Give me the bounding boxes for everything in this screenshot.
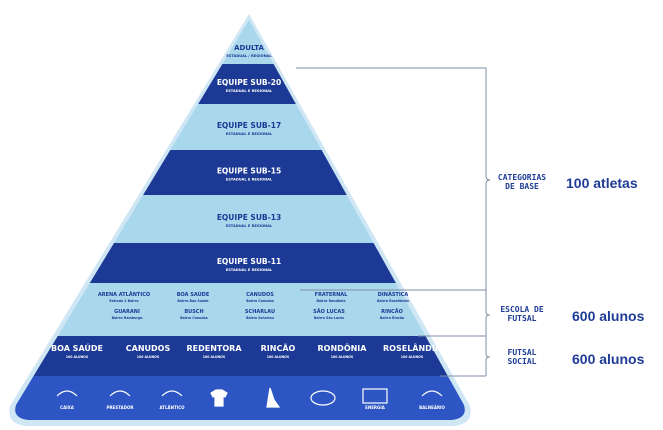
escola-school-sub: Estrada 2 Bairro (109, 299, 139, 303)
escola-band (15, 283, 465, 336)
tier-title: EQUIPE SUB-20 (217, 78, 281, 87)
escola-school-name: ARENA ATLÂNTICO (98, 291, 150, 298)
escola-school-name: FRATERNAL (315, 292, 348, 298)
escola-school-sub: Bairro Scharlau (246, 316, 274, 320)
side-count-escola: 600 alunos (572, 308, 645, 324)
tier-title: EQUIPE SUB-17 (217, 121, 281, 130)
social-school-sub: 100 ALUNOS (331, 355, 354, 359)
side-label-categorias: CATEGORIAS DE BASE (493, 173, 551, 191)
tier-title: EQUIPE SUB-13 (217, 213, 281, 222)
sponsor-logo-text: BALNEÁRIO (419, 405, 445, 410)
social-school-sub: 100 ALUNOS (137, 355, 160, 359)
sponsor-band (15, 376, 465, 420)
social-school-sub: 100 ALUNOS (267, 355, 290, 359)
tier-subtitle: ESTADUAL E REGIONAL (226, 132, 273, 136)
tier-subtitle: ESTADUAL E REGIONAL (226, 178, 273, 182)
side-label-line: SOCIAL (507, 357, 537, 366)
escola-school-sub: Bairro Canudos (180, 316, 208, 320)
social-school-name: ROSELÂNDIA (383, 342, 442, 353)
social-school-name: RINCÃO (261, 343, 296, 353)
social-school-sub: 100 ALUNOS (66, 355, 89, 359)
side-label-line: ESCOLA DE (500, 305, 544, 314)
social-school-name: BOA SAÚDE (51, 342, 103, 353)
social-band (15, 336, 465, 376)
tier-subtitle: ESTADUAL E REGIONAL (226, 224, 273, 228)
escola-school-name: SCHARLAU (245, 309, 275, 315)
tier-subtitle: ESTADUAL / REGIONAL (226, 54, 272, 58)
side-count-categorias: 100 atletas (566, 175, 638, 191)
escola-school-name: CANUDOS (246, 292, 274, 298)
atlantico-logo-icon (161, 390, 183, 397)
side-label-social: FUTSAL SOCIAL (493, 348, 551, 366)
bracket-social (418, 335, 491, 377)
escola-school-sub: Bairro Canudos (246, 299, 274, 303)
sponsor-logo-text: ATLÂNTICO (159, 405, 185, 410)
escola-school-sub: Bairro Boa Saúde (177, 299, 208, 303)
ball-logo-icon (310, 390, 336, 406)
social-school-name: CANUDOS (126, 344, 171, 353)
escola-school-sub: Bairro Rincão (380, 316, 405, 320)
social-school-name: REDENTORA (186, 344, 242, 353)
escola-school-sub: Bairro Hamburgo (112, 316, 144, 320)
sponsor-logo-text: PRESTADOR (107, 405, 134, 410)
tier-title: EQUIPE SUB-11 (217, 257, 281, 266)
side-label-escola: ESCOLA DE FUTSAL (493, 305, 551, 323)
escola-school-name: RINCÃO (381, 308, 403, 315)
escola-school-name: BOA SAÚDE (177, 291, 210, 298)
side-label-line: DE BASE (505, 182, 539, 191)
side-label-line: CATEGORIAS (497, 173, 547, 182)
balneario-logo-icon (421, 390, 443, 397)
tier-title: ADULTA (234, 44, 264, 52)
escola-school-sub: Bairro Roselândia (377, 299, 409, 303)
tier-subtitle: ESTADUAL E REGIONAL (226, 89, 273, 93)
shirt-logo-icon (210, 389, 228, 407)
escola-school-name: DINÁSTICA (378, 291, 409, 298)
escola-school-name: GUARANI (114, 309, 140, 315)
player-logo-icon (266, 387, 281, 408)
side-label-line: FUTSAL (507, 348, 537, 357)
prestador-logo-icon (109, 390, 131, 397)
social-school-name: RONDÔNIA (318, 342, 368, 353)
escola-school-name: SÃO LUCAS (313, 308, 345, 315)
escola-school-sub: Bairro Rondônia (316, 299, 345, 303)
social-school-sub: 100 ALUNOS (203, 355, 226, 359)
tier-title: EQUIPE SUB-15 (217, 167, 281, 176)
sponsor-logo-text: ENERGIA (365, 405, 386, 410)
side-count-social: 600 alunos (572, 351, 645, 367)
caixa-logo-icon (56, 390, 78, 397)
sponsor-logo-text: CAIXA (60, 405, 75, 410)
escola-school-sub: Bairro São Lucas (314, 316, 344, 320)
social-school-sub: 100 ALUNOS (401, 355, 424, 359)
side-label-line: FUTSAL (507, 314, 537, 323)
escola-school-name: BUSCH (184, 309, 203, 315)
tier-subtitle: ESTADUAL E REGIONAL (226, 268, 273, 272)
energia-logo-icon (362, 388, 388, 404)
